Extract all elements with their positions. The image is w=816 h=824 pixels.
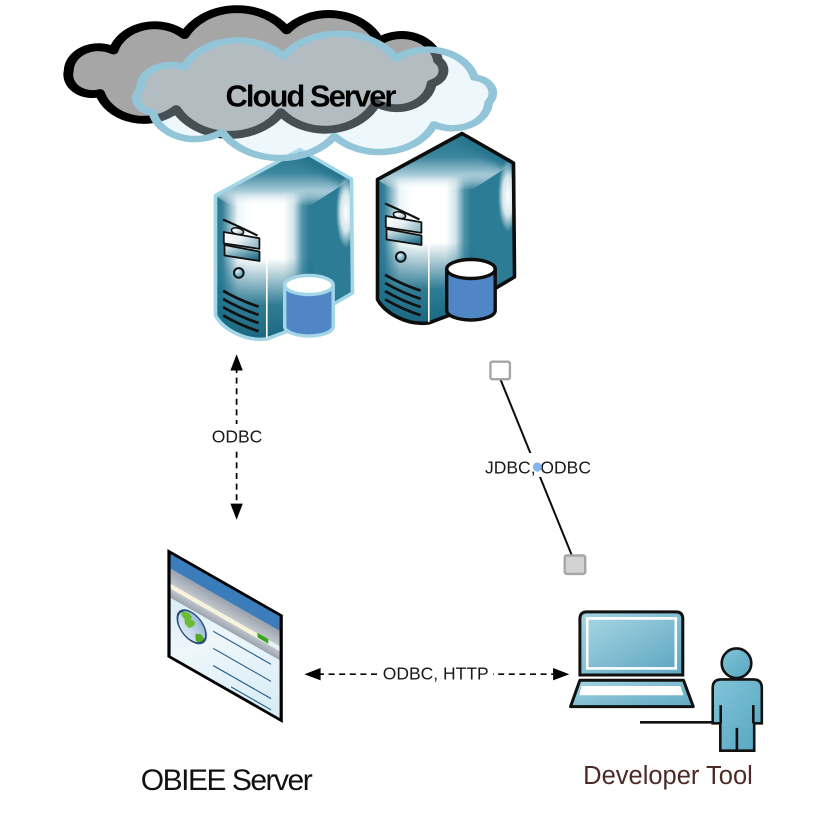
svg-text:Cloud Server: Cloud Server — [226, 79, 397, 114]
svg-text:OBIEE Server: OBIEE Server — [141, 764, 313, 797]
svg-text:ODBC, HTTP: ODBC, HTTP — [383, 664, 489, 684]
svg-text:Developer Tool: Developer Tool — [583, 762, 753, 790]
svg-text:ODBC: ODBC — [212, 427, 263, 447]
